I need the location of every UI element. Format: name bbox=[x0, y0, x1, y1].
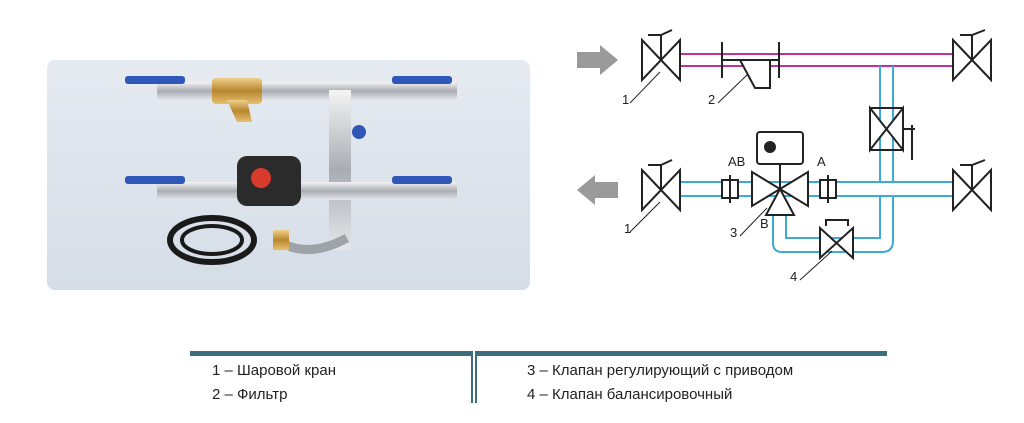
actuator-dial bbox=[251, 168, 271, 188]
assembly-photo bbox=[47, 60, 530, 290]
callout-2: 2 bbox=[708, 92, 715, 107]
riser bbox=[329, 90, 351, 250]
top-right-handle bbox=[392, 76, 452, 84]
valve-1-bottom bbox=[641, 159, 681, 213]
schematic-diagram: 1 2 1 3 4 AB A B bbox=[577, 29, 992, 284]
legend-divider bbox=[471, 351, 473, 403]
outlet-arrow bbox=[577, 175, 618, 205]
legend-item-2: 2 – Фильтр bbox=[212, 386, 288, 403]
callout-3: 3 bbox=[730, 225, 737, 240]
balancing-valve-4 bbox=[819, 219, 854, 261]
valve-1-top-right bbox=[952, 29, 992, 83]
port-ab: AB bbox=[728, 154, 745, 169]
callout-leaders bbox=[629, 71, 833, 281]
union-left bbox=[721, 175, 739, 203]
control-valve-3 bbox=[751, 131, 809, 216]
top-left-handle bbox=[125, 76, 185, 84]
bottom-right-handle bbox=[392, 176, 452, 184]
assembly-illustration bbox=[125, 76, 457, 265]
hot-line bbox=[680, 53, 953, 67]
legend-item-1: 1 – Шаровой кран bbox=[212, 362, 337, 379]
top-pipe bbox=[157, 82, 457, 100]
callout-4: 4 bbox=[790, 269, 797, 284]
cable-coil bbox=[167, 215, 257, 265]
callout-1-top: 1 bbox=[622, 92, 629, 107]
legend-item-4: 4 – Клапан балансировочный bbox=[527, 386, 733, 403]
valve-connector bbox=[869, 105, 915, 160]
legend-item-3: 3 – Клапан регулирующий с приводом bbox=[527, 362, 794, 379]
top-filter-leg bbox=[227, 100, 252, 122]
top-filter-body bbox=[212, 78, 262, 104]
port-a: A bbox=[817, 154, 826, 169]
union-right bbox=[819, 175, 837, 203]
riser-knob bbox=[352, 125, 366, 139]
legend-bar-right bbox=[475, 351, 887, 356]
callout-1-bottom: 1 bbox=[624, 221, 631, 236]
valve-1-bottom-right bbox=[952, 159, 992, 213]
filter-symbol bbox=[721, 42, 780, 89]
bottom-pipe bbox=[157, 182, 457, 200]
bottom-left-handle bbox=[125, 176, 185, 184]
legend-divider-2 bbox=[475, 351, 477, 403]
port-b: B bbox=[760, 216, 769, 231]
cable-coil-inner bbox=[180, 224, 244, 256]
hose-fitting bbox=[273, 230, 289, 250]
legend-bar-left bbox=[190, 351, 472, 356]
inlet-arrow bbox=[577, 45, 618, 75]
valve-1-top bbox=[641, 29, 681, 83]
